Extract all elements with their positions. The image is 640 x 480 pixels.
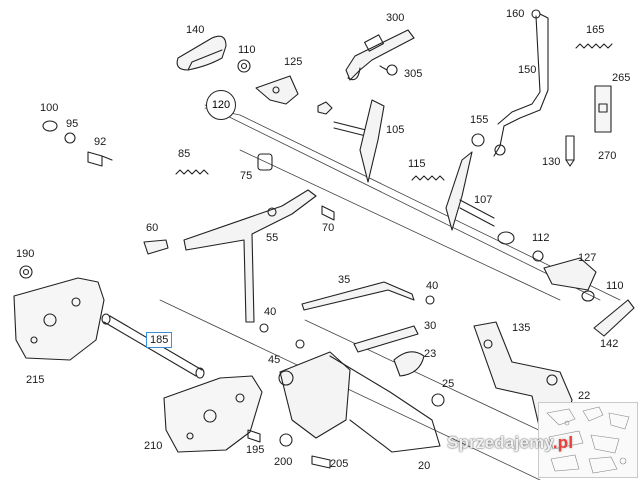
label-210: 210 <box>144 440 163 452</box>
label-95: 95 <box>66 118 79 130</box>
label-130: 130 <box>542 156 561 168</box>
label-135: 135 <box>512 322 531 334</box>
watermark-tld: .pl <box>552 433 574 452</box>
thumbnail-drawing <box>546 406 630 474</box>
label-125: 125 <box>284 56 303 68</box>
label-270: 270 <box>598 150 617 162</box>
label-20: 20 <box>418 460 431 472</box>
label-215: 215 <box>26 374 45 386</box>
label-92: 92 <box>94 136 107 148</box>
label-195: 195 <box>246 444 265 456</box>
label-140: 140 <box>186 24 205 36</box>
label-165: 165 <box>586 24 605 36</box>
label-150: 150 <box>518 64 537 76</box>
label-107: 107 <box>474 194 493 206</box>
label-23: 23 <box>424 348 437 360</box>
label-120-circled: 120 <box>206 90 236 120</box>
label-300: 300 <box>386 12 405 24</box>
label-60: 60 <box>146 222 159 234</box>
label-155: 155 <box>470 114 489 126</box>
label-30: 30 <box>424 320 437 332</box>
label-127: 127 <box>578 252 597 264</box>
label-110-right: 110 <box>606 280 624 292</box>
label-112: 112 <box>532 232 550 244</box>
label-305: 305 <box>404 68 423 80</box>
label-75: 75 <box>240 170 253 182</box>
label-55: 55 <box>266 232 279 244</box>
label-35: 35 <box>338 274 351 286</box>
label-70: 70 <box>322 222 335 234</box>
label-205: 205 <box>330 458 349 470</box>
watermark-brand: Sprzedajemy <box>447 433 553 452</box>
label-100: 100 <box>40 102 59 114</box>
label-160: 160 <box>506 8 525 20</box>
label-110-top: 110 <box>238 44 256 56</box>
label-265: 265 <box>612 72 631 84</box>
label-25: 25 <box>442 378 455 390</box>
label-85: 85 <box>178 148 191 160</box>
label-190: 190 <box>16 248 35 260</box>
label-115: 115 <box>408 158 426 170</box>
label-185-highlighted: 185 <box>146 332 173 348</box>
label-105: 105 <box>386 124 405 136</box>
diagram-thumbnail <box>538 402 638 478</box>
label-142: 142 <box>600 338 619 350</box>
watermark: Sprzedajemy.pl <box>447 433 573 453</box>
label-22: 22 <box>578 390 591 402</box>
label-45: 45 <box>268 354 281 366</box>
label-40-right: 40 <box>426 280 439 292</box>
label-40-left: 40 <box>264 306 277 318</box>
label-200: 200 <box>274 456 293 468</box>
